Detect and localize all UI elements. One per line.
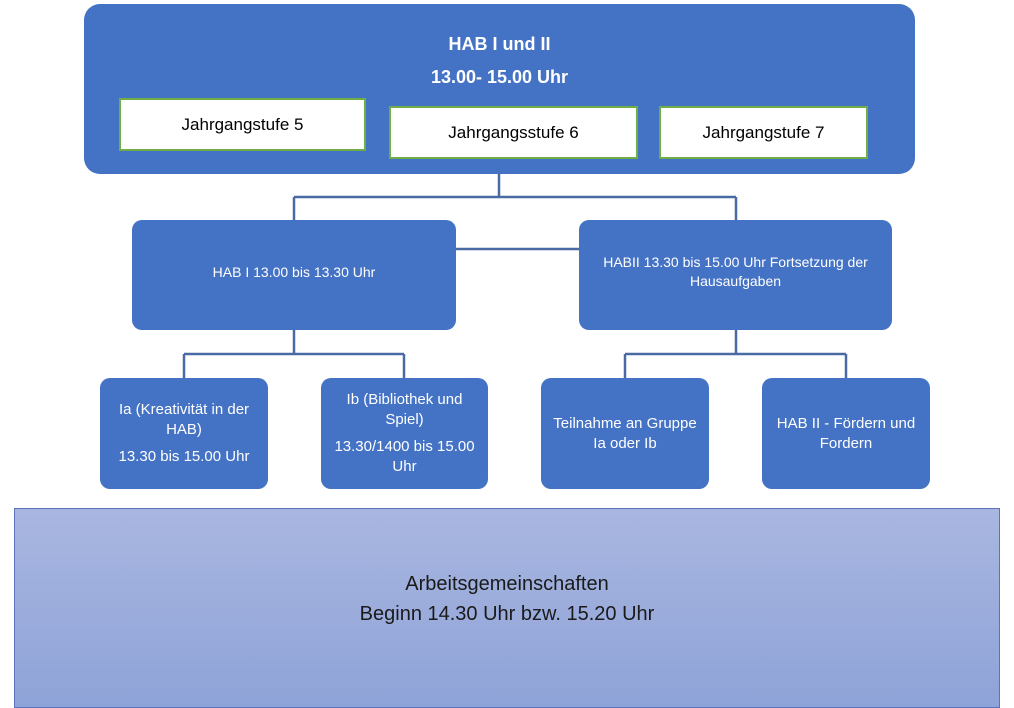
group-ia-title: Ia (Kreativität in der HAB): [118, 401, 250, 438]
hab2-foerdern-box: HAB II - Fördern und Fordern: [762, 378, 930, 489]
connector-hab2-to-leaves: [623, 330, 848, 378]
arbeitsgemeinschaften-box: Arbeitsgemeinschaften Beginn 14.30 Uhr b…: [14, 508, 1000, 708]
grade-box-7: Jahrgangstufe 7: [659, 106, 868, 159]
group-ib-time: 13.30/1400 bis 15.00 Uhr: [334, 438, 475, 475]
connector-top-to-middle: [292, 174, 738, 220]
group-ia-time: 13.30 bis 15.00 Uhr: [118, 448, 250, 465]
group-ia-box: Ia (Kreativität in der HAB) 13.30 bis 15…: [100, 378, 268, 489]
overview-title: HAB I und II: [448, 34, 551, 54]
hab2-foerdern-label: HAB II - Fördern und Fordern: [776, 414, 916, 452]
hab1-box: HAB I 13.00 bis 13.30 Uhr: [132, 220, 456, 330]
grade-box-5: Jahrgangstufe 5: [119, 98, 366, 151]
ag-subtitle: Beginn 14.30 Uhr bzw. 15.20 Uhr: [359, 603, 655, 625]
overview-time: 13.00- 15.00 Uhr: [430, 67, 569, 87]
ag-title: Arbeitsgemeinschaften: [405, 573, 609, 595]
group-ib-title: Ib (Bibliothek und Spiel): [346, 391, 463, 428]
hab2-label: HABII 13.30 bis 15.00 Uhr Fortsetzung de…: [603, 254, 868, 289]
connector-hab1-to-leaves: [182, 330, 406, 378]
hab-overview-box: HAB I und II 13.00- 15.00 Uhr Jahrgangst…: [84, 4, 915, 174]
hab1-label: HAB I 13.00 bis 13.30 Uhr: [212, 264, 376, 280]
hab2-box: HABII 13.30 bis 15.00 Uhr Fortsetzung de…: [579, 220, 892, 330]
grade-box-6: Jahrgangsstufe 6: [389, 106, 638, 159]
teilnahme-box: Teilnahme an Gruppe Ia oder Ib: [541, 378, 709, 489]
teilnahme-label: Teilnahme an Gruppe Ia oder Ib: [553, 414, 697, 452]
group-ib-box: Ib (Bibliothek und Spiel) 13.30/1400 bis…: [321, 378, 488, 489]
